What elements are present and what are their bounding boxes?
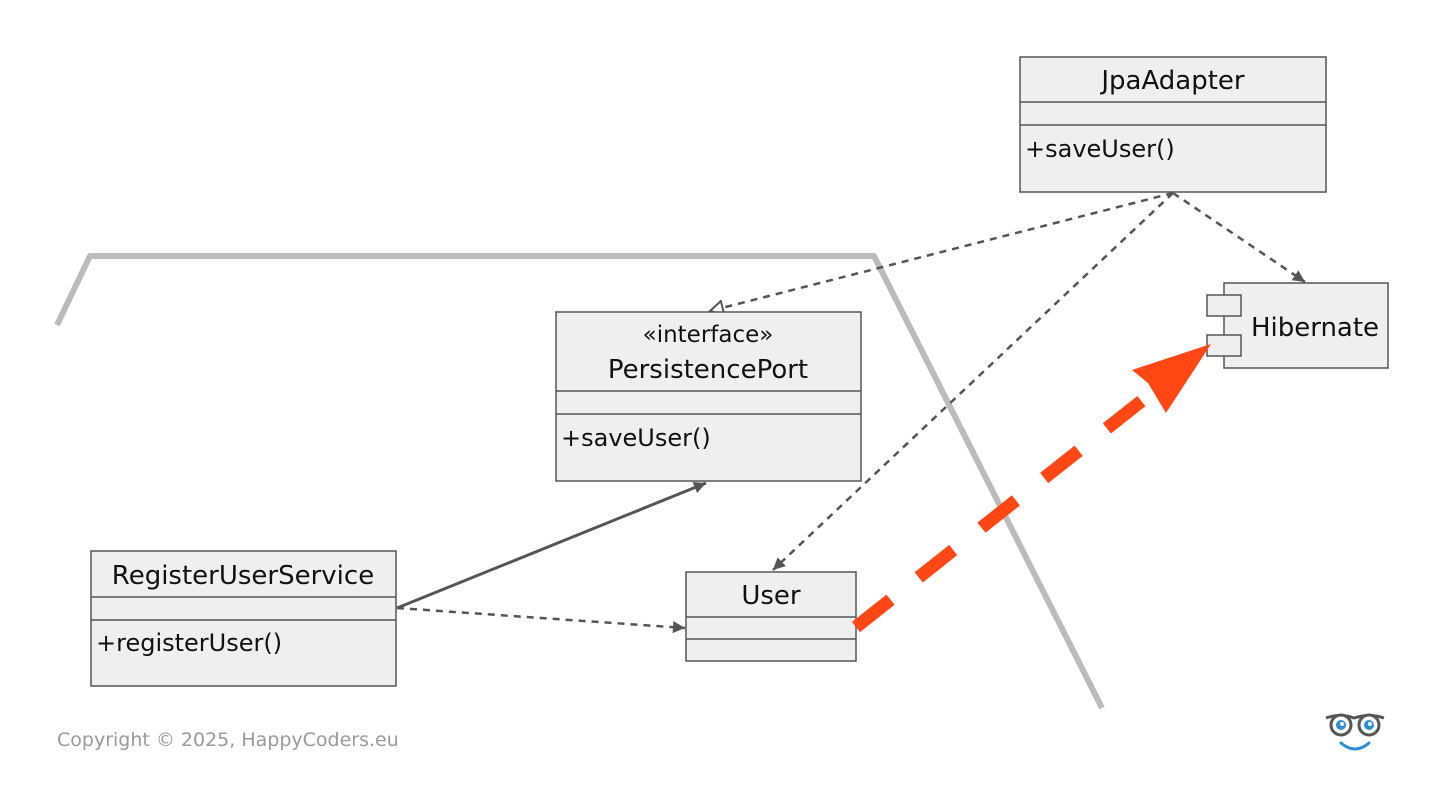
service-to-persistence-port-arrow	[396, 481, 707, 610]
jpa-adapter-class: JpaAdapter +saveUser()	[1019, 56, 1327, 193]
service-to-user-arrow	[396, 606, 686, 634]
register-user-service-class: RegisterUserService +registerUser()	[90, 550, 397, 687]
persistence-port-method: +saveUser()	[561, 424, 711, 452]
hibernate-component: Hibernate	[1206, 282, 1389, 369]
user-name: User	[741, 581, 801, 611]
jpa-adapter-to-persistence-port-arrow	[710, 191, 1174, 311]
hibernate-name: Hibernate	[1251, 313, 1379, 343]
persistence-port-interface: «interface» PersistencePort +saveUser()	[555, 311, 862, 482]
jpa-adapter-name: JpaAdapter	[1099, 66, 1245, 96]
register-user-service-method: +registerUser()	[96, 629, 282, 657]
jpa-adapter-method: +saveUser()	[1025, 135, 1175, 163]
glasses-smile-logo-icon	[1325, 713, 1385, 751]
persistence-port-stereotype: «interface»	[643, 322, 774, 348]
violation-arrow	[851, 344, 1211, 633]
application-boundary	[54, 253, 1105, 710]
register-user-service-name: RegisterUserService	[112, 561, 374, 591]
user-class: User	[685, 571, 857, 662]
copyright-text: Copyright © 2025, HappyCoders.eu	[57, 729, 399, 751]
jpa-adapter-to-hibernate-arrow	[1172, 191, 1306, 284]
persistence-port-name: PersistencePort	[608, 355, 808, 385]
jpa-adapter-to-user-arrow	[772, 192, 1174, 571]
